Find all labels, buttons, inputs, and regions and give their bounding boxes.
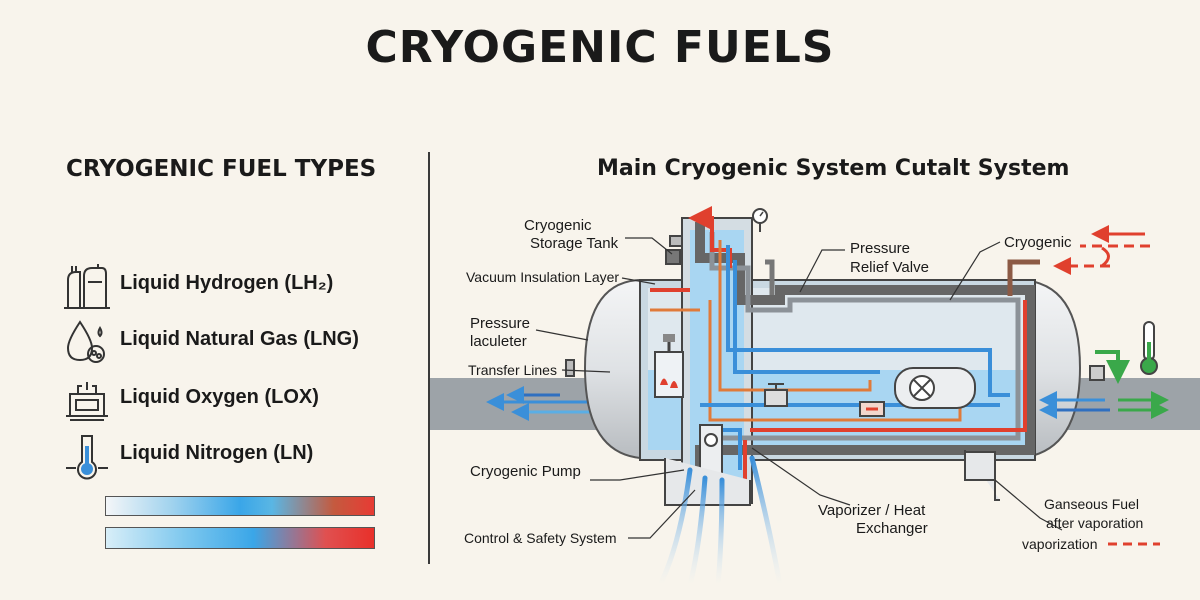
outflow-arrows [1039,350,1169,419]
label-control-safety: Control & Safety System [464,530,617,546]
inline-valve [764,383,788,407]
vaporizer [894,367,976,409]
fuel-label: Liquid Nitrogen (LN) [120,442,314,464]
cryogenic-pump [699,424,723,481]
label-pressure-laculeter-line2: laculeter [470,333,527,350]
fuel-item-lng: Liquid Natural Gas (LNG) [62,318,422,368]
thermometer-icon [66,435,108,480]
label-vaporizer-line1: Vaporizer / Heat [818,502,926,519]
fuel-item-ln: Liquid Nitrogen (LN) [62,432,422,482]
page-title: CRYOGENIC FUELS [365,22,835,73]
label-vaporizer-line2: Exchanger [856,520,928,537]
label-transfer-lines: Transfer Lines [468,362,557,378]
leader-lines [535,237,1063,539]
label-pressure-laculeter-line1: Pressure [470,315,531,332]
flow-meter [859,401,885,417]
label-cryogenic: Cryogenic [1004,234,1072,251]
label-cryogenic-pump: Cryogenic Pump [470,463,581,480]
upflow-arrows [657,455,783,588]
panel-divider [428,152,430,564]
label-storage-tank-line1: Cryogenic [524,217,592,234]
droplet-icon [66,320,105,363]
label-storage-tank-line2: Storage Tank [530,235,619,252]
pressure-gauge [752,208,768,232]
label-gaseous-line3: vaporization [1022,536,1098,552]
fuel-label: Liquid Hydrogen (LH₂) [120,272,334,294]
fuel-item-lox: Liquid Oxygen (LOX) [62,376,422,426]
label-vacuum-insulation: Vacuum Insulation Layer [466,269,620,285]
oxygen-unit-icon [66,382,108,421]
system-heading: Main Cryogenic System Cutalt System [597,156,1070,181]
temperature-gradient-bar [105,527,375,549]
fuel-label: Liquid Oxygen (LOX) [120,386,319,408]
cryogenic-arrows [1053,225,1150,275]
pressure-laculeter [654,351,684,398]
storage-tank-icon [64,264,110,309]
label-gaseous-line1: Ganseous Fuel [1044,496,1139,512]
label-pressure-relief-line1: Pressure [850,240,911,257]
fuel-types-heading: CRYOGENIC FUEL TYPES [66,156,377,182]
label-pressure-relief-line2: Relief Valve [850,259,929,276]
temperature-gradient-bar [105,496,375,516]
fuel-label: Liquid Natural Gas (LNG) [120,328,359,350]
label-gaseous-line2: after vaporation [1046,515,1144,531]
transfer-lines [650,240,962,422]
thermometer-icon [1140,321,1158,375]
fuel-item-liquid-hydrogen: Liquid Hydrogen (LH₂) [62,262,422,312]
